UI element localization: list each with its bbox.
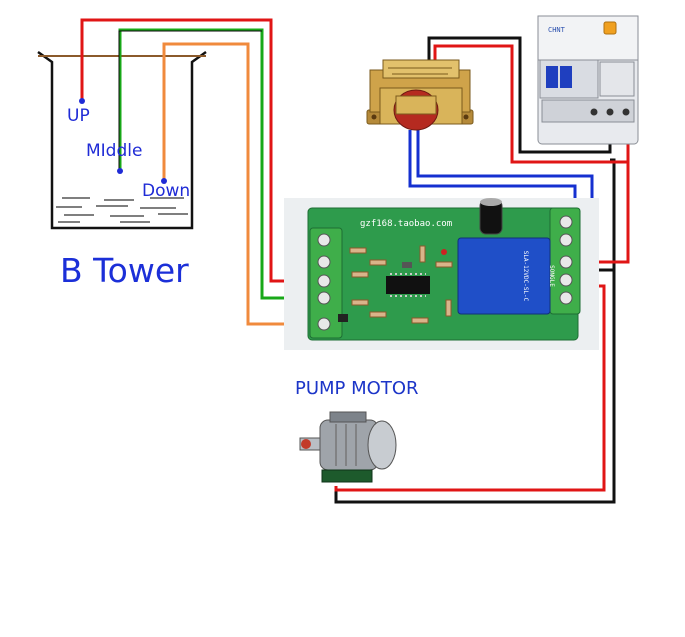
resistors — [349, 245, 453, 324]
wire-middle-green — [118, 28, 318, 300]
probe-up-label: UP — [67, 106, 90, 126]
wire-black-transformer-breaker — [427, 36, 612, 154]
water-tank — [37, 50, 207, 230]
probe-up-tip — [79, 98, 85, 104]
probe-middle-label: MIddle — [86, 141, 143, 161]
ic-chip — [386, 273, 430, 297]
wire-down-orange — [162, 42, 318, 326]
transformer — [366, 59, 474, 131]
relay-board: gzf168.taobao.com SLA-12VDC-SL-C SONGLE — [284, 198, 599, 350]
relay-model-text: SLA-12VDC-SL-C — [522, 251, 529, 302]
pcb-silkscreen-text: gzf168.taobao.com — [360, 219, 452, 229]
terminal-block-left — [309, 227, 343, 339]
relay-brand-text: SONGLE — [548, 265, 555, 287]
wire-red-transformer-breaker — [433, 44, 630, 164]
terminal-block-right — [549, 207, 581, 315]
breaker-brand-text: CHNT — [548, 26, 566, 34]
wire-black-motor — [334, 268, 616, 504]
water-surface — [56, 197, 188, 223]
pump-motor-label: PUMP MOTOR — [295, 378, 419, 399]
relay: SLA-12VDC-SL-C SONGLE — [457, 237, 555, 315]
probe-down-label: Down — [142, 181, 191, 201]
circuit-breaker: CHNT — [537, 15, 639, 145]
tower-title: B Tower — [60, 251, 189, 290]
probe-middle-tip — [117, 168, 123, 174]
breaker-toggle-2 — [560, 66, 572, 88]
pump-motor — [299, 411, 397, 483]
breaker-toggle-1 — [546, 66, 558, 88]
probe-down-tip — [161, 178, 167, 184]
capacitor — [479, 198, 503, 235]
